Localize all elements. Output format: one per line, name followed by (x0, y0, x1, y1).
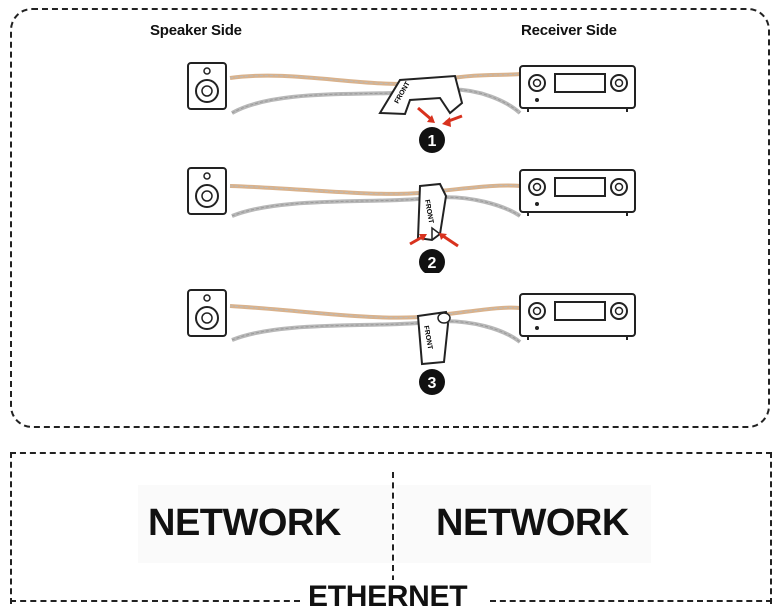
network-label-panel-right (396, 485, 651, 563)
number-badge-icon: 2 (419, 249, 445, 273)
number-badge-icon: 1 (419, 127, 445, 153)
speaker-icon (187, 62, 227, 110)
svg-text:FRONT: FRONT (423, 199, 434, 225)
network-label-panel-left (138, 485, 393, 563)
arrow-icon (417, 106, 463, 127)
network-label-right: NETWORK (436, 502, 629, 544)
receiver-icon (519, 169, 636, 216)
step-2: FRONT 2 (0, 148, 783, 273)
speaker-cable (229, 72, 522, 115)
number-badge-icon: 3 (419, 369, 445, 395)
network-label-strip (10, 452, 772, 604)
receiver-icon (519, 293, 636, 340)
strip-bottom-edge-right (490, 600, 772, 602)
step-1: FRONT 1 (0, 38, 783, 158)
speaker-icon (187, 289, 227, 337)
step-number: 3 (428, 375, 437, 392)
cable-tag-icon: FRONT (416, 182, 448, 242)
cable-tag-icon: FRONT (378, 74, 464, 116)
speaker-side-label: Speaker Side (150, 22, 242, 39)
speaker-cable (229, 304, 522, 344)
svg-text:FRONT: FRONT (422, 325, 433, 351)
network-label-left: NETWORK (148, 502, 341, 544)
strip-bottom-edge-left (10, 600, 300, 602)
speaker-cable (229, 183, 522, 218)
step-number: 2 (428, 255, 437, 272)
step-3: FRONT 3 (0, 270, 783, 395)
ethernet-label: ETHERNET (302, 580, 474, 614)
wire-labeling-panel (10, 8, 770, 428)
arrow-icon (409, 233, 459, 248)
speaker-icon (187, 167, 227, 215)
receiver-side-label: Receiver Side (521, 22, 617, 39)
cable-tag-icon: FRONT (416, 310, 451, 366)
cut-line (392, 472, 394, 602)
step-number: 1 (428, 133, 437, 150)
receiver-icon (519, 65, 636, 112)
